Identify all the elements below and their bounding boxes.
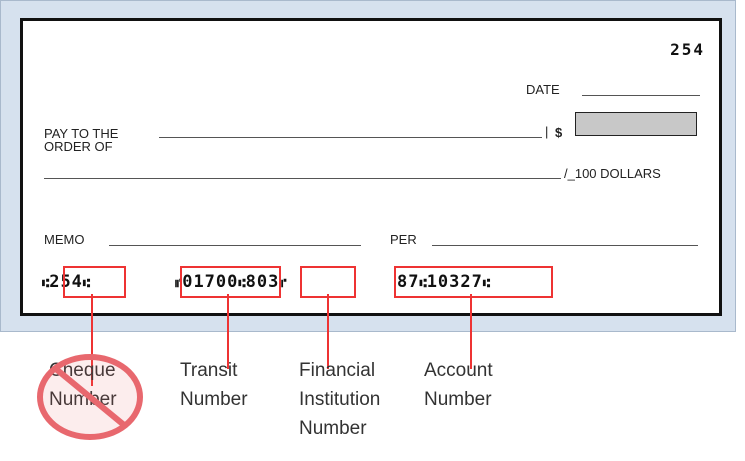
date-line: [582, 95, 700, 96]
transit-number-highlight: [180, 266, 281, 298]
cheque-number: 254: [670, 40, 705, 59]
account-number-label: Account Number: [424, 356, 493, 414]
dollar-sign: $: [555, 125, 563, 140]
micr-transit-group: ⑈01700⑆803⑈: [175, 274, 287, 291]
institution-number-connector: [327, 294, 329, 369]
transit-number-label-line1: Transit: [180, 360, 238, 381]
transit-number-connector: [227, 294, 229, 369]
transit-symbol: ⑈: [279, 276, 287, 290]
cheque-number-highlight: [63, 266, 126, 298]
amount-divider: |: [545, 124, 549, 139]
account-number-highlight: [394, 266, 553, 298]
memo-label: MEMO: [44, 232, 85, 247]
on-us-symbol: ⑆: [482, 276, 491, 290]
transit-symbol: ⑈: [175, 276, 183, 290]
micr-institution-number: 803: [245, 272, 280, 292]
cheque-number-connector: [91, 294, 93, 386]
date-label: DATE: [526, 82, 560, 97]
cheque: 254 DATE PAY TO THE ORDER OF | $ /_100 D…: [20, 18, 722, 316]
account-number-connector: [470, 294, 472, 369]
signature-line: [432, 245, 698, 246]
institution-number-label: Financial Institution Number: [299, 356, 380, 443]
on-us-symbol: ⑆: [42, 276, 50, 290]
account-number-label-line2: Number: [424, 389, 492, 410]
payee-line: [159, 137, 542, 138]
institution-number-label-line1: Financial: [299, 360, 376, 381]
pay-to-label-line2: ORDER OF: [44, 139, 113, 154]
on-us-symbol: ⑆: [82, 276, 91, 290]
prohibited-icon: [37, 354, 143, 440]
micr-cheque-group: ⑆254⑆: [42, 274, 90, 291]
memo-line: [109, 245, 361, 246]
amount-box: [575, 112, 697, 136]
cheque-frame: 254 DATE PAY TO THE ORDER OF | $ /_100 D…: [0, 0, 736, 332]
amount-words-line: [44, 178, 561, 179]
pay-to-label-line1: PAY TO THE: [44, 126, 119, 141]
micr-account-group: 87⑆10327⑆: [397, 274, 490, 291]
transit-number-label: Transit Number: [180, 356, 248, 414]
institution-number-label-line3: Number: [299, 418, 367, 439]
dollars-label: /_100 DOLLARS: [564, 166, 661, 181]
micr-cheque-number: 254: [49, 272, 83, 292]
account-number-label-line1: Account: [424, 360, 493, 381]
micr-account-prefix: 87: [397, 272, 420, 292]
micr-account-number: 10327: [426, 272, 483, 292]
transit-number-label-line2: Number: [180, 389, 248, 410]
on-us-symbol: ⑆: [419, 276, 427, 290]
institution-number-label-line2: Institution: [299, 389, 381, 410]
on-us-symbol: ⑆: [238, 276, 246, 290]
per-label: PER: [390, 232, 417, 247]
micr-transit-number: 01700: [182, 272, 239, 292]
